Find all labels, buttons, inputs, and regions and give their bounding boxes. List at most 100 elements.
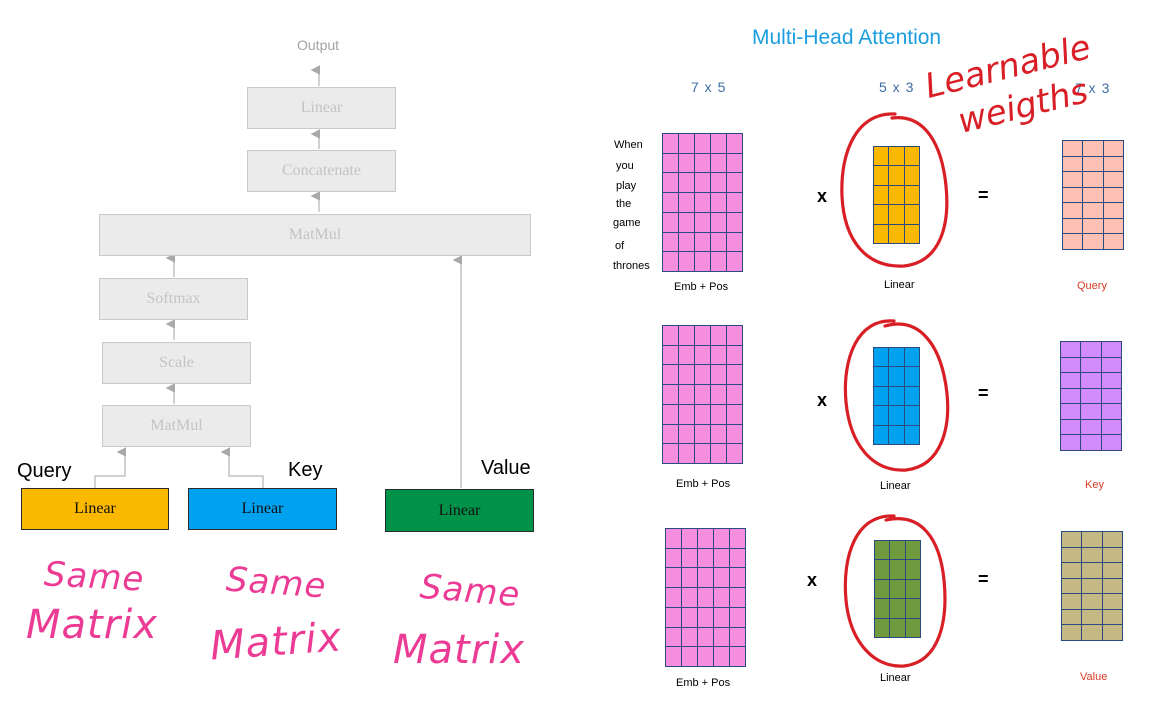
matrix-cell [663, 193, 678, 212]
matrix-cell [711, 212, 726, 232]
matrix-cell [875, 618, 890, 637]
matrix-cell [1103, 218, 1123, 234]
matrix-cell [679, 365, 694, 385]
matrix-cell [727, 345, 742, 365]
matrix-cell [889, 147, 904, 166]
matrix-cell [1081, 388, 1101, 404]
matrix-cell [682, 607, 697, 627]
matrix-cell [874, 348, 889, 367]
matrix-cell [1101, 404, 1121, 419]
matrix-cell [714, 548, 729, 568]
matrix-cell [714, 627, 729, 647]
matrix-cell [1102, 609, 1122, 625]
matrix-cell [663, 444, 678, 463]
matrix-cell [695, 404, 710, 424]
matrix-cell [875, 560, 890, 579]
matrix-cell [905, 599, 920, 618]
softmax-box: Softmax [99, 278, 248, 320]
matrix-cell [904, 425, 919, 444]
key-label: Key [288, 459, 323, 481]
output-matrix [1062, 140, 1124, 250]
matrix-cell [663, 404, 678, 424]
scale-box: Scale [102, 342, 251, 384]
matrix-cell [1081, 342, 1101, 357]
matrix-cell [711, 444, 726, 463]
linear-top-box: Linear [247, 87, 396, 129]
matrix-cell [727, 326, 742, 345]
matrix-cell [1062, 578, 1082, 594]
matrix-cell [1101, 435, 1121, 450]
matrix-cell [1101, 342, 1121, 357]
times-operator: x [817, 390, 828, 410]
output-matrix [1061, 531, 1123, 641]
matrix-cell [1083, 141, 1103, 156]
matrix-cell [1083, 234, 1103, 249]
query-label: Query [17, 460, 72, 482]
matrix-cell [1083, 187, 1103, 203]
matrix-cell [679, 424, 694, 444]
matrix-cell [730, 548, 745, 568]
matrix-cell [1082, 594, 1102, 609]
matrix-cell [890, 579, 905, 599]
matrix-cell [679, 134, 694, 153]
matrix-cell [1082, 563, 1102, 578]
matrix-cell [663, 212, 678, 232]
matrix-cell [1063, 203, 1083, 218]
matrix-cell [1062, 547, 1082, 563]
matrix-cell [727, 385, 742, 404]
matrix-cell [874, 147, 889, 166]
matrix-cell [1102, 563, 1122, 578]
matrix-cell [889, 386, 904, 406]
matmul-bottom-box: MatMul [102, 405, 251, 447]
matrix-cell [1103, 234, 1123, 249]
times-operator: x [807, 570, 818, 590]
matrix-cell [1083, 156, 1103, 172]
matrix-cell [663, 134, 678, 153]
matrix-cell [1082, 578, 1102, 594]
matrix-cell [1061, 373, 1081, 388]
times-operator: x [817, 186, 828, 206]
matrix-cell [1062, 609, 1082, 625]
matrix-cell [1061, 388, 1081, 404]
weight-matrix [873, 146, 920, 244]
matrix-cell [1081, 357, 1101, 373]
matrix-cell [889, 348, 904, 367]
token-word: thrones [613, 260, 650, 272]
matrix-cell [663, 252, 678, 271]
matrix-cell [904, 166, 919, 185]
matrix-cell [730, 588, 745, 607]
matrix-cell [663, 385, 678, 404]
matrix-cell [1083, 203, 1103, 218]
matrix-cell [730, 529, 745, 548]
same-matrix-annotation-1-line1: Same [43, 554, 146, 600]
matrix-cell [682, 627, 697, 647]
same-matrix-annotation-3-line1: Same [418, 566, 523, 616]
matrix-cell [1063, 218, 1083, 234]
matrix-cell [711, 385, 726, 404]
matrix-cell [695, 424, 710, 444]
matrix-cell [1101, 419, 1121, 435]
matrix-cell [730, 627, 745, 647]
matrix-cell [875, 541, 890, 560]
matrix-cell [1082, 547, 1102, 563]
matrix-cell [1062, 563, 1082, 578]
matrix-cell [695, 385, 710, 404]
matrix-cell [1061, 342, 1081, 357]
matrix-cell [1102, 532, 1122, 547]
matrix-cell [904, 224, 919, 243]
matrix-cell [727, 212, 742, 232]
matrix-cell [1063, 172, 1083, 187]
matrix-cell [875, 579, 890, 599]
matrix-cell [663, 424, 678, 444]
matrix-cell [1081, 373, 1101, 388]
concatenate-box: Concatenate [247, 150, 396, 192]
matrix-cell [1062, 594, 1082, 609]
matrix-cell [874, 185, 889, 205]
matrix-cell [682, 568, 697, 588]
matrix-cell [727, 424, 742, 444]
matrix-cell [695, 252, 710, 271]
arrow-key-matmul [220, 447, 264, 488]
matrix-cell [1083, 218, 1103, 234]
matrix-cell [1061, 357, 1081, 373]
same-matrix-annotation-3-line2: Matrix [393, 627, 525, 673]
